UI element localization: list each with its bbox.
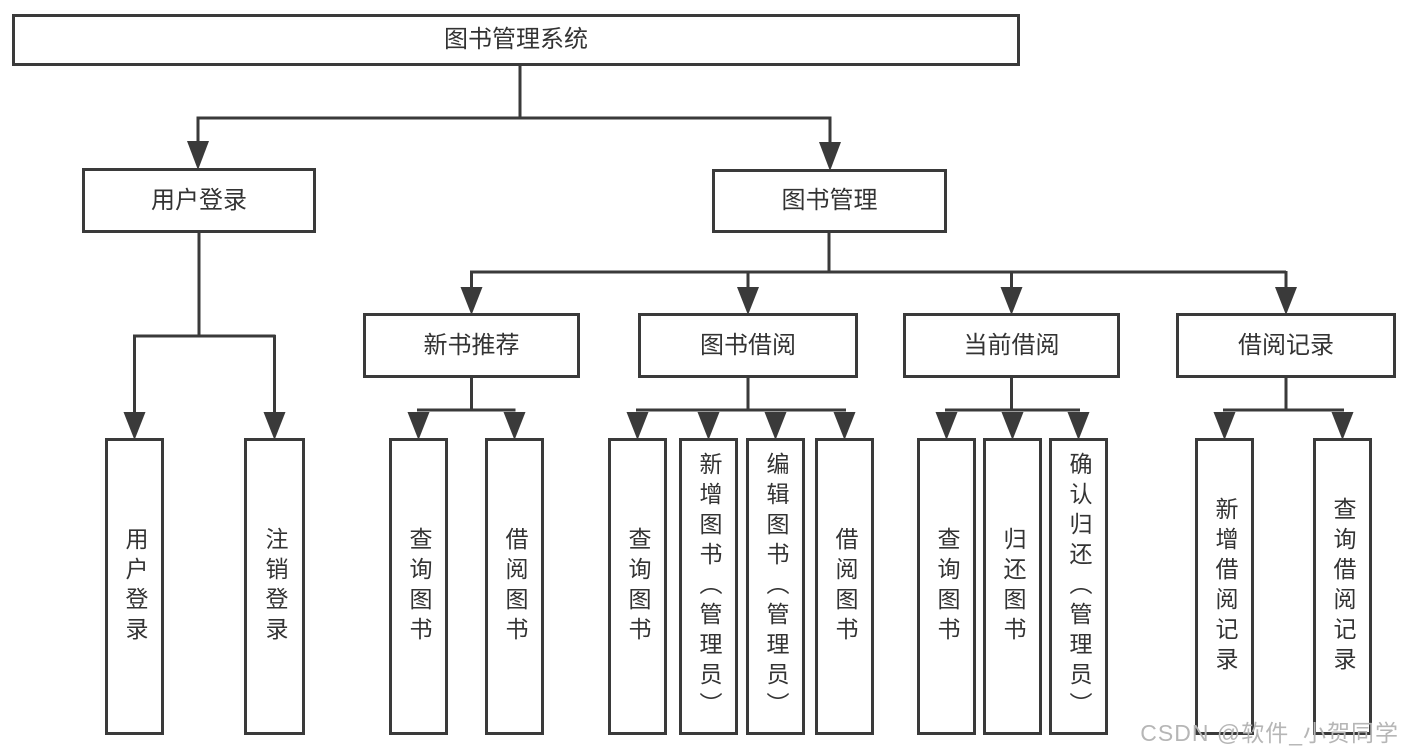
arrow-leaf-b1 [407,412,430,440]
node-leaf-query-books: 查询图书 [608,438,667,735]
arrow-current [1000,287,1023,315]
node-system-root: 图书管理系统 [12,14,1020,66]
node-label: 用户登录 [122,526,148,647]
node-label: 查询借阅记录 [1330,496,1356,677]
node-label: 注销登录 [262,526,288,647]
node-new-book-recommend: 新书推荐 [363,313,580,378]
node-label: 新增借阅记录 [1212,496,1238,677]
arrow-leaf-c2 [697,412,720,440]
node-label: 借阅图书 [832,526,858,647]
node-label: 新增图书（管理员） [696,451,722,722]
node-borrow-records: 借阅记录 [1176,313,1396,378]
arrow-records [1275,287,1297,315]
arrow-leaf-c1 [626,412,649,440]
node-current-borrow: 当前借阅 [903,313,1120,378]
arrow-leaf-d2 [1001,412,1024,440]
node-label: 确认归还（管理员） [1066,451,1092,722]
arrow-userlogin [187,141,209,170]
node-leaf-add-books-admin: 新增图书（管理员） [679,438,738,735]
node-label: 归还图书 [1000,526,1026,647]
node-label: 查询图书 [406,526,432,647]
node-label: 图书管理系统 [444,26,588,53]
arrow-borrow [737,287,759,315]
node-leaf-user-login: 用户登录 [105,438,164,735]
node-leaf-query-books: 查询图书 [389,438,448,735]
node-leaf-query-borrow-record: 查询借阅记录 [1313,438,1372,735]
node-label: 图书借阅 [700,331,796,359]
node-leaf-borrow-books: 借阅图书 [815,438,874,735]
node-leaf-logout: 注销登录 [244,438,305,735]
node-leaf-confirm-return-admin: 确认归还（管理员） [1049,438,1108,735]
node-book-management-module: 图书管理 [712,169,947,233]
node-book-borrow: 图书借阅 [638,313,858,378]
node-leaf-add-borrow-record: 新增借阅记录 [1195,438,1254,735]
node-leaf-edit-books-admin: 编辑图书（管理员） [746,438,805,735]
arrowheads [123,141,1354,440]
node-leaf-borrow-books: 借阅图书 [485,438,544,735]
csdn-watermark: CSDN @软件_小贺同学 [1140,720,1399,746]
arrow-newrec [460,287,483,315]
node-label: 借阅图书 [502,526,528,647]
arrow-leaf-a2 [263,412,286,440]
node-label: 编辑图书（管理员） [763,451,789,722]
node-label: 查询图书 [934,526,960,647]
node-leaf-query-books: 查询图书 [917,438,976,735]
node-label: 图书管理 [781,187,878,214]
arrow-leaf-c4 [833,412,856,440]
arrow-leaf-d3 [1067,412,1090,440]
arrow-leaf-e1 [1213,412,1236,440]
arrow-bookmgmt [819,142,841,171]
arrow-leaf-b2 [503,412,526,440]
node-user-login-module: 用户登录 [82,168,316,233]
arrow-leaf-c3 [764,412,787,440]
arrow-leaf-d1 [935,412,958,440]
arrow-leaf-a1 [123,412,146,440]
node-label: 新书推荐 [423,331,520,359]
arrow-leaf-e2 [1331,412,1354,440]
node-label: 当前借阅 [963,331,1060,359]
node-leaf-return-books: 归还图书 [983,438,1042,735]
node-label: 借阅记录 [1238,331,1334,359]
node-label: 查询图书 [625,526,651,647]
node-label: 用户登录 [151,186,247,214]
